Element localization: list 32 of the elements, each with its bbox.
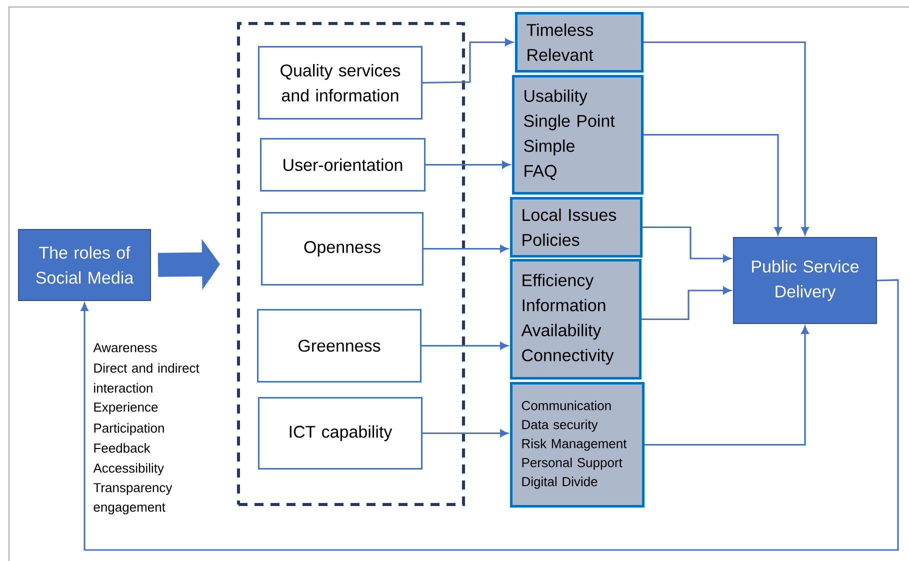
factor-box: User-orientation bbox=[260, 138, 426, 192]
arrow bbox=[422, 342, 508, 350]
dashed-group-box bbox=[237, 22, 465, 506]
arrow bbox=[424, 244, 508, 253]
process-box: Public Service Delivery bbox=[733, 237, 877, 324]
arrow bbox=[644, 134, 782, 236]
attribute-box: Communication Data security Risk Management Personal Support Digital Divide bbox=[510, 382, 644, 508]
factor-box: Greenness bbox=[257, 309, 422, 382]
process-box: The roles of Social Media bbox=[18, 229, 151, 301]
factor-box: Quality services and information bbox=[258, 46, 422, 120]
attribute-box: Efficiency Information Availability Connectivity bbox=[510, 259, 642, 380]
arrow bbox=[422, 38, 514, 84]
arrow bbox=[644, 326, 809, 446]
arrow bbox=[426, 160, 510, 169]
list-item-text: Accessibility bbox=[93, 463, 164, 476]
attribute-box: Usability Single Point Simple FAQ bbox=[512, 75, 644, 194]
arrow bbox=[80, 279, 899, 551]
arrow bbox=[422, 429, 508, 437]
factor-box: ICT capability bbox=[258, 397, 422, 470]
attribute-box: Timeless Relevant bbox=[515, 12, 644, 72]
list-item-text: Awareness bbox=[93, 343, 157, 352]
list-item-text: Feedback bbox=[94, 443, 150, 453]
arrow bbox=[644, 41, 809, 236]
list-item-text: Participation bbox=[94, 423, 164, 436]
list-item-text: engagement bbox=[94, 503, 166, 514]
list-item-text: Experience bbox=[94, 402, 158, 414]
attribute-box: Local Issues Policies bbox=[510, 197, 642, 258]
arrow bbox=[642, 286, 732, 320]
factor-box: Openness bbox=[261, 212, 424, 286]
list-item-text: Direct and indirect interaction bbox=[94, 363, 200, 393]
arrow bbox=[642, 226, 732, 262]
list-item-text: Transparency bbox=[94, 483, 172, 495]
